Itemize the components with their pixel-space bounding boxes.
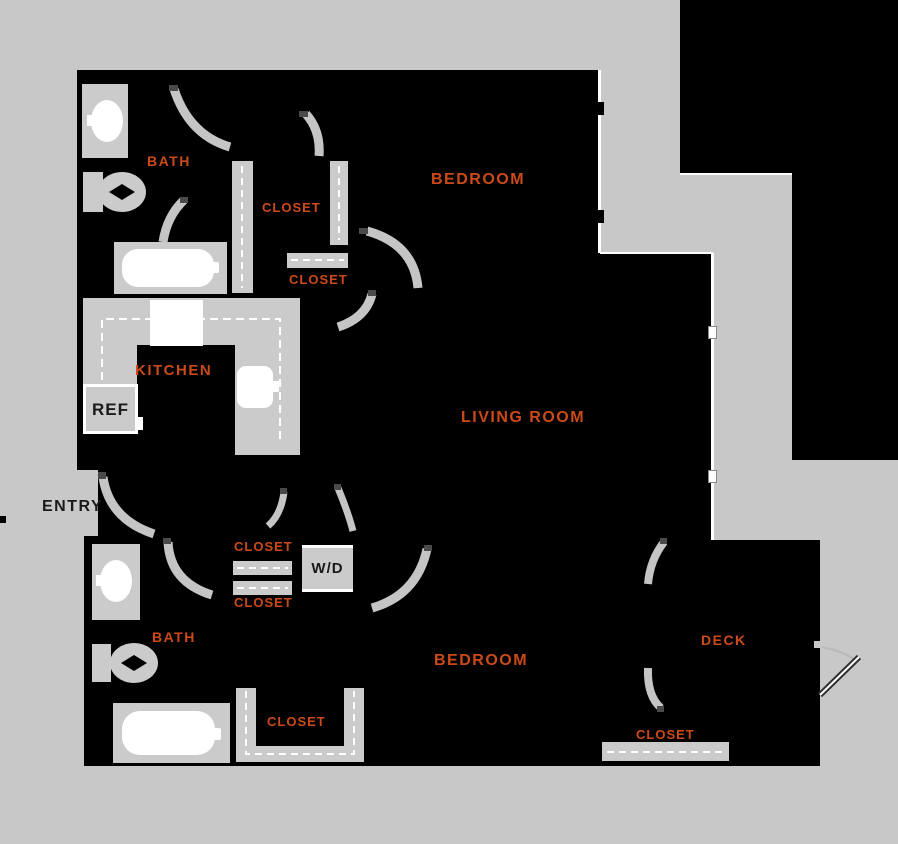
room-label-closet-bed2: CLOSET — [267, 714, 326, 729]
room-label-bath-lower: BATH — [152, 629, 196, 645]
room-label-closet-hall1: CLOSET — [234, 539, 293, 554]
wd-label: W/D — [311, 560, 344, 577]
refrigerator: REF — [83, 384, 138, 434]
deck-exterior-door-swing — [821, 646, 858, 662]
bath1-tub-basin — [122, 249, 214, 287]
ref-label: REF — [92, 399, 129, 419]
hall-closet-shelf-1 — [233, 561, 292, 575]
room-label-closet-hall2: CLOSET — [234, 595, 293, 610]
hall-closet-shelf-2 — [233, 581, 292, 595]
bath2-faucet-icon — [96, 575, 111, 586]
closet2-shelf — [287, 253, 348, 268]
unit-body-living-column — [600, 253, 713, 766]
living-window-mark-1 — [708, 326, 717, 339]
structure-separator-line — [680, 173, 792, 175]
bed2-closet-wall-bottom — [236, 746, 364, 762]
refrigerator-handle — [135, 417, 143, 430]
room-label-closet-deck: CLOSET — [636, 727, 695, 742]
room-label-bedroom-upper: BEDROOM — [431, 171, 526, 188]
adjacent-structure-top-right — [680, 0, 898, 174]
bath1-tub-faucet-icon — [203, 262, 219, 273]
bath2-tub-faucet-icon — [205, 728, 221, 740]
living-right-wall-line — [711, 253, 714, 540]
bath1-toilet-tank — [83, 172, 103, 212]
living-top-wall-line — [600, 252, 713, 254]
bedroom1-right-wall-line — [598, 70, 601, 253]
closet1-wall-right — [330, 161, 348, 245]
room-label-living-room: LIVING ROOM — [461, 409, 586, 426]
bed2-closet-shelf — [602, 742, 729, 761]
bath2-toilet-bowl-detail — [121, 655, 147, 671]
stove — [150, 300, 203, 346]
adjacent-structure-right-column — [792, 174, 898, 460]
room-label-closet-upper1: CLOSET — [262, 200, 321, 215]
bath1-faucet-icon — [87, 115, 102, 126]
room-label-deck: DECK — [701, 632, 747, 648]
living-window-mark-2 — [708, 470, 717, 483]
kitchen-counter-left — [83, 345, 137, 384]
room-label-bedroom-lower: BEDROOM — [434, 652, 529, 669]
deck-area — [713, 540, 820, 766]
bedroom1-window-tick-1 — [595, 102, 604, 115]
closet1-wall-left — [232, 161, 253, 293]
bedroom1-window-tick-2 — [595, 210, 604, 223]
deck-exterior-door-leaf — [817, 654, 862, 698]
entry-label: ENTRY — [42, 498, 104, 515]
room-label-closet-upper2: CLOSET — [289, 272, 348, 287]
kitchen-sink-faucet-icon — [265, 381, 279, 392]
deck-exterior-door-leaf-inner — [819, 656, 860, 696]
entry-wall-tick — [0, 516, 6, 523]
bath2-toilet-tank — [92, 644, 111, 682]
room-label-kitchen: KITCHEN — [135, 362, 213, 379]
bath1-toilet-bowl-detail — [109, 184, 135, 200]
bath2-tub-basin — [122, 711, 215, 755]
washer-dryer-unit: W/D — [302, 545, 353, 592]
room-label-bath-upper: BATH — [147, 153, 191, 169]
